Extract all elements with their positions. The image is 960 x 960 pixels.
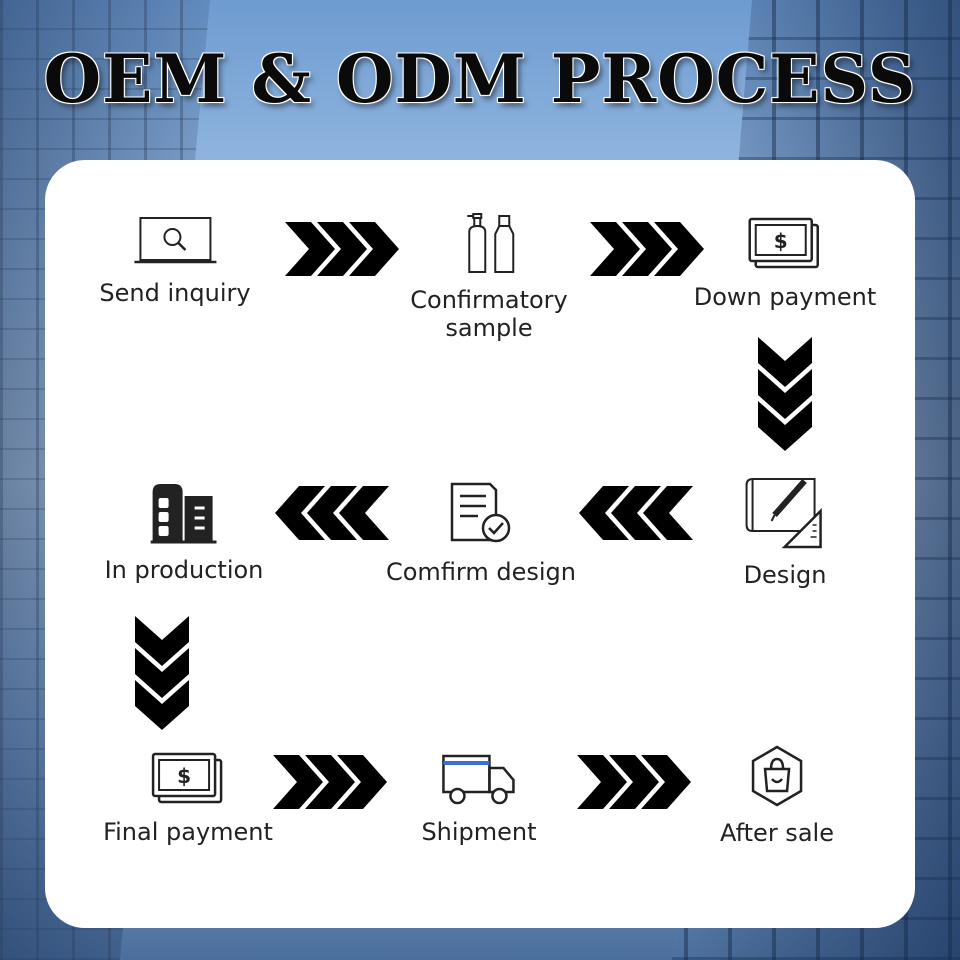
shopping-bag-icon	[749, 745, 805, 807]
cash-icon: $	[151, 750, 225, 806]
arrow-down-2	[135, 616, 189, 730]
arrow-left-2	[273, 486, 389, 540]
document-check-icon	[448, 480, 514, 546]
arrow-right-1	[285, 222, 401, 276]
step-label: Down payment	[694, 283, 877, 311]
step-label: Confirmatory sample	[410, 286, 567, 342]
step-label: Final payment	[103, 818, 273, 846]
step-shipment: Shipment	[421, 752, 536, 846]
drafting-icon	[745, 475, 825, 549]
laptop-search-icon	[132, 215, 218, 267]
arrow-right-4	[577, 755, 693, 809]
step-label-line1: Confirmatory	[410, 286, 567, 314]
step-down-payment: $ Down payment	[694, 215, 877, 311]
step-design: Design	[744, 475, 827, 589]
step-comfirm-design: Comfirm design	[386, 480, 576, 586]
svg-text:$: $	[774, 229, 788, 253]
step-label: Comfirm design	[386, 558, 576, 586]
step-label: Design	[744, 561, 827, 589]
cash-icon: $	[748, 215, 822, 271]
step-in-production: In production	[105, 480, 264, 584]
arrow-right-2	[590, 222, 706, 276]
step-label: Send inquiry	[99, 279, 250, 307]
factory-icon	[151, 480, 217, 544]
step-after-sale: After sale	[720, 745, 834, 847]
step-label: Shipment	[421, 818, 536, 846]
step-final-payment: $ Final payment	[103, 750, 273, 846]
arrow-down-1	[758, 337, 812, 451]
svg-text:$: $	[177, 764, 191, 788]
bottles-icon	[457, 212, 521, 274]
step-label: After sale	[720, 819, 834, 847]
truck-icon	[441, 752, 517, 806]
process-card: Send inquiry Confirmatory sample $ Down …	[45, 160, 915, 928]
page-title: OEM & ODM PROCESS	[0, 40, 960, 118]
step-confirmatory-sample: Confirmatory sample	[410, 212, 567, 342]
arrow-left-1	[577, 486, 693, 540]
arrow-right-3	[273, 755, 389, 809]
step-send-inquiry: Send inquiry	[99, 215, 250, 307]
step-label: In production	[105, 556, 264, 584]
step-label-line2: sample	[410, 314, 567, 342]
